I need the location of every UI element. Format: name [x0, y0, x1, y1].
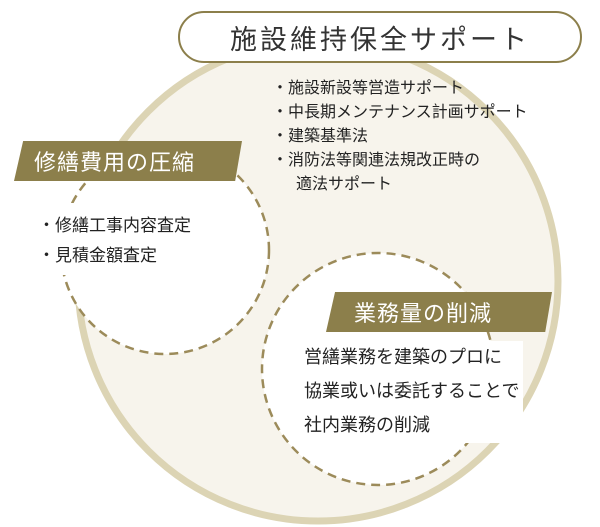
- list-item: ・施設新設等営造サポート: [272, 78, 465, 97]
- cost-items-backdrop: [30, 203, 244, 275]
- description-line: 営繕業務を建築のプロに: [304, 347, 502, 368]
- description-line: 社内業務の削減: [304, 415, 430, 436]
- description-line: 協業或いは委託することで: [304, 381, 520, 402]
- page-title: 施設維持保全サポート: [178, 11, 582, 63]
- list-item: ・建築基準法: [272, 126, 369, 145]
- list-item: ・消防法等関連法規改正時の: [272, 150, 481, 169]
- list-item: ・中長期メンテナンス計画サポート: [272, 102, 528, 121]
- cost-list: ・修繕工事内容査定 ・見積金額査定: [38, 211, 191, 271]
- workload-description: 営繕業務を建築のプロに 協業或いは委託することで 社内業務の削減: [300, 341, 524, 443]
- list-item-continuation: 適法サポート: [296, 174, 393, 193]
- support-list: ・施設新設等営造サポート ・中長期メンテナンス計画サポート ・建築基準法 ・消防…: [272, 76, 528, 196]
- section-heading-cost: 修繕費用の圧縮: [14, 141, 242, 181]
- list-item: ・見積金額査定: [38, 246, 157, 266]
- section-heading-workload: 業務量の削減: [326, 292, 552, 332]
- list-item: ・修繕工事内容査定: [38, 216, 191, 236]
